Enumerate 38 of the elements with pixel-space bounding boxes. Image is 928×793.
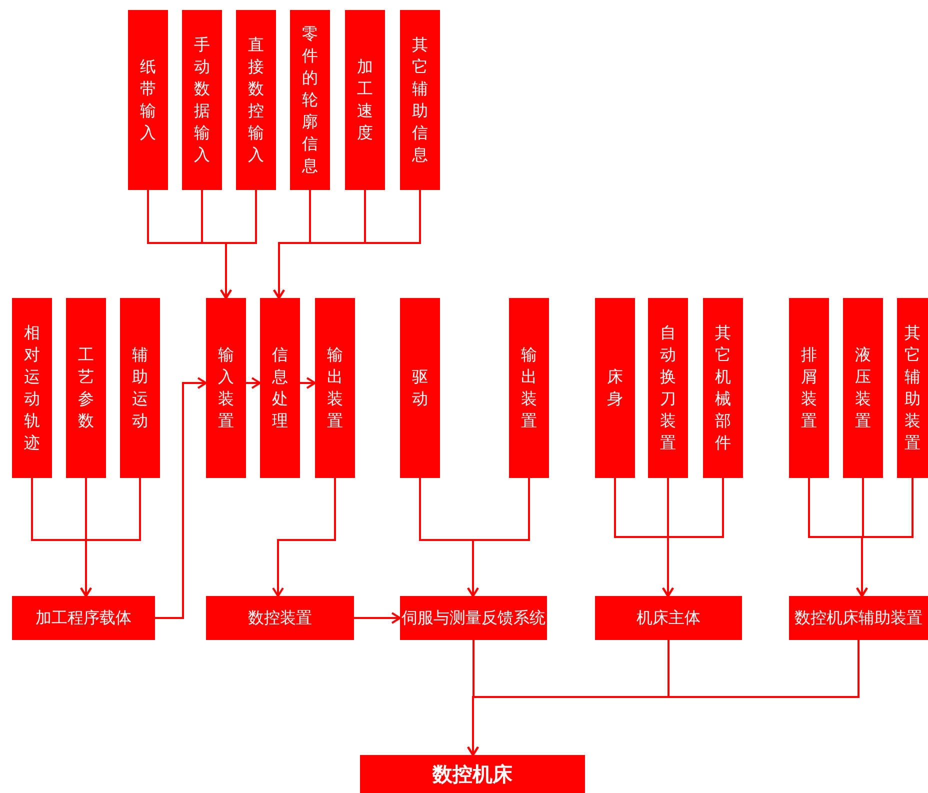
process-box: 驱动 <box>400 298 440 478</box>
process-box: 辅助运动 <box>120 298 160 478</box>
process-box: 输入装置 <box>206 298 246 478</box>
process-box: 加工速度 <box>345 10 385 190</box>
process-box: 其它辅助装置 <box>897 298 928 478</box>
process-box: 直接数控输入 <box>236 10 276 190</box>
process-box: 数控装置 <box>206 596 354 640</box>
process-box: 数控机床 <box>360 755 585 793</box>
arrow <box>300 377 316 389</box>
process-box: 加工程序载体 <box>12 596 155 640</box>
process-box: 工艺参数 <box>66 298 106 478</box>
process-box: 机床主体 <box>595 596 742 640</box>
process-box: 零件的轮廓信息 <box>290 10 330 190</box>
process-box: 排屑装置 <box>789 298 829 478</box>
arrow <box>246 377 261 389</box>
arrow <box>662 478 724 597</box>
process-box: 自动换刀装置 <box>648 298 688 478</box>
process-box: 相对运动轨迹 <box>12 298 52 478</box>
process-box: 手动数据输入 <box>182 10 222 190</box>
arrow <box>80 478 141 597</box>
arrow <box>856 478 914 597</box>
process-box: 信息处理 <box>260 298 300 478</box>
arrow <box>467 478 530 597</box>
process-box: 输出装置 <box>315 298 355 478</box>
arrow <box>467 640 860 756</box>
process-box: 数控机床辅助装置 <box>789 596 928 640</box>
process-box: 纸带输入 <box>128 10 168 190</box>
arrow <box>155 377 207 619</box>
process-box: 其它辅助信息 <box>400 10 440 190</box>
process-box: 输出装置 <box>509 298 549 478</box>
arrow <box>220 190 257 299</box>
arrow <box>272 478 336 597</box>
process-box: 床身 <box>595 298 635 478</box>
arrow <box>354 612 401 624</box>
process-box: 伺服与测量反馈系统 <box>400 596 547 640</box>
process-box: 液压装置 <box>843 298 883 478</box>
process-box: 其它机械部件 <box>703 298 743 478</box>
arrow <box>273 190 421 299</box>
